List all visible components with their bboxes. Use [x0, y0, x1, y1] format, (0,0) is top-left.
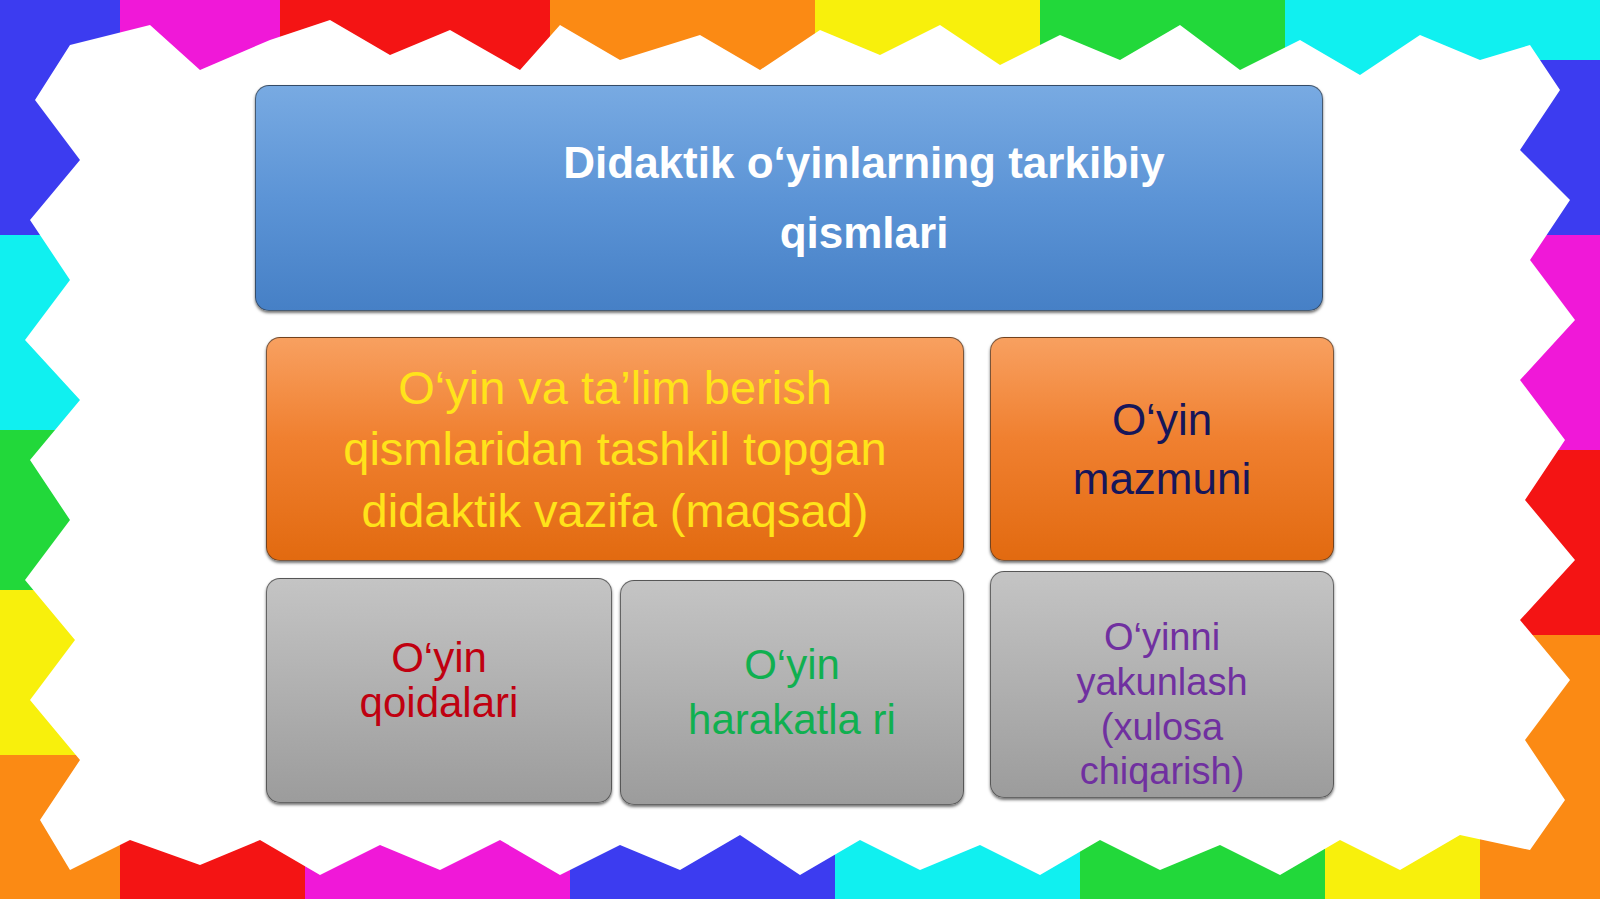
- ending-box: O‘yinni yakunlash (xulosa chiqarish): [990, 571, 1334, 798]
- rules-box: O‘yin qoidalari: [266, 578, 612, 803]
- box-label: O‘yin harakatla ri: [621, 638, 963, 747]
- content-box: O‘yin mazmuni: [990, 337, 1334, 561]
- box-label: O‘yin mazmuni: [991, 390, 1333, 509]
- box-label: Didaktik o‘yinlarning tarkibiy qismlari: [256, 128, 1322, 269]
- box-label: O‘yin va ta’lim berish qismlaridan tashk…: [267, 357, 963, 540]
- title-box: Didaktik o‘yinlarning tarkibiy qismlari: [255, 85, 1323, 311]
- actions-box: O‘yin harakatla ri: [620, 580, 964, 805]
- box-label: O‘yinni yakunlash (xulosa chiqarish): [991, 575, 1333, 794]
- box-label: O‘yin qoidalari: [267, 636, 611, 744]
- goal-box: O‘yin va ta’lim berish qismlaridan tashk…: [266, 337, 964, 561]
